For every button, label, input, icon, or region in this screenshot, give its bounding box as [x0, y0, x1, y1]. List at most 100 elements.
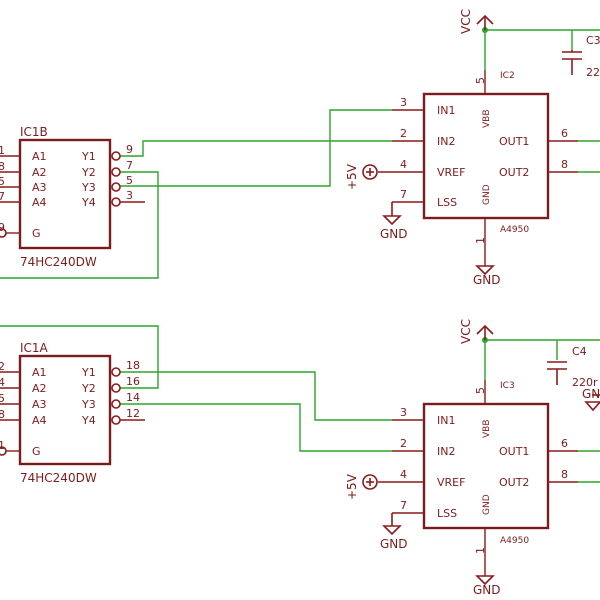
ic3-pin-out1: 6	[561, 437, 568, 450]
ic2-vbb: VBB	[482, 109, 492, 128]
ic2-pin-vref: 4	[400, 158, 407, 171]
ic1a-part: 74HC240DW	[20, 471, 97, 485]
ic1b-gate-bubble	[0, 228, 7, 238]
ic2-body	[422, 92, 550, 220]
gnd-symbol-ic2-bottom: GND	[473, 265, 501, 287]
c4-value: 220r	[572, 376, 598, 389]
ic3-pin-vref: 4	[400, 468, 407, 481]
ic1a-g: G	[32, 445, 41, 458]
net-ic1b-y2-loop	[0, 171, 159, 279]
ic3-out1: OUT1	[499, 445, 529, 458]
ic1b-a4: A4	[32, 196, 47, 209]
capacitor-c4[interactable]: C4 220r	[547, 345, 598, 389]
ic1a-pin-a3: 5	[0, 392, 5, 405]
ic1b-component[interactable]: IC1B 74HC240DW A1 A2 A3 A4 G 1 8 5 7 9 Y…	[0, 125, 145, 269]
ic1b-pin-a1: 1	[0, 144, 5, 157]
plus5v-label-ic2: +5V	[345, 163, 359, 190]
ic1a-a1: A1	[32, 366, 47, 379]
ic1b-part: 74HC240DW	[20, 255, 97, 269]
ic1b-pin-y1: 9	[126, 143, 133, 156]
ic1a-y1: Y1	[81, 366, 96, 379]
ic3-lss: LSS	[437, 507, 457, 520]
ic1b-y1: Y1	[81, 150, 96, 163]
ic2-lss: LSS	[437, 196, 457, 209]
vcc-symbol-ic3: VCC	[459, 319, 494, 344]
ic3-component[interactable]: IC3 A4950 3 2 4 7 IN1 IN2 VREF LSS 6 8 O…	[378, 380, 578, 576]
ic2-out2: OUT2	[499, 166, 529, 179]
ic1a-pin-a1: 2	[0, 360, 5, 373]
net-ic1a-y3-to-ic3-in2	[120, 403, 392, 452]
ic1a-ref: IC1A	[20, 341, 49, 355]
ic1b-pin-y4: 3	[126, 189, 133, 202]
ic1a-pin-g: 1	[0, 439, 5, 452]
ic1a-a3: A3	[32, 398, 47, 411]
ic1a-pin-a4: 8	[0, 408, 5, 421]
ic1b-y4: Y4	[81, 196, 96, 209]
ic2-pin-out2: 8	[561, 158, 568, 171]
ic1a-a4: A4	[32, 414, 47, 427]
ic3-in1: IN1	[437, 414, 455, 427]
capacitor-c3[interactable]: C3 22	[562, 34, 600, 79]
ic1b-body	[18, 138, 112, 250]
gnd-label-ic2-lss: GND	[380, 227, 408, 241]
ic3-pin-vbb: 5	[474, 387, 487, 394]
ic2-in1: IN1	[437, 104, 455, 117]
ic1a-y3: Y3	[81, 398, 96, 411]
ic3-pin-in2: 2	[400, 437, 407, 450]
ic1a-pin-y3: 14	[126, 391, 140, 404]
ic3-gnd: GND	[482, 494, 492, 515]
gnd-label-ic3-lss: GND	[380, 537, 408, 551]
ic1b-pin-a4: 7	[0, 190, 5, 203]
ic3-in2: IN2	[437, 445, 455, 458]
net-ic1b-y3-to-ic2-in1	[120, 109, 392, 187]
ic1a-gate-bubble	[0, 446, 7, 456]
ic1b-pin-y2: 7	[126, 159, 133, 172]
ic1b-pin-g: 9	[0, 221, 5, 234]
vcc-label-ic2: VCC	[459, 9, 473, 34]
ic3-pin-out2: 8	[561, 468, 568, 481]
ic2-ref: IC2	[500, 71, 515, 81]
ic1b-ref: IC1B	[20, 125, 48, 139]
gnd-label-ic3-bottom: GND	[473, 583, 501, 597]
ic1a-a2: A2	[32, 382, 47, 395]
ic2-pin-in2: 2	[400, 127, 407, 140]
ic2-component[interactable]: IC2 A4950 3 2 4 7 IN1 IN2 VREF LSS 6 8 O…	[378, 70, 578, 266]
nets	[0, 27, 600, 483]
ic1a-pin-y4: 12	[126, 407, 140, 420]
gnd-symbol-ic3-bottom: GND	[473, 575, 501, 597]
ic1b-y3: Y3	[81, 181, 96, 194]
ic2-part: A4950	[500, 225, 529, 235]
ic2-gnd: GND	[482, 184, 492, 205]
ic1a-component[interactable]: IC1A 74HC240DW A1 A2 A3 A4 G 2 4 5 8 1 Y…	[0, 341, 145, 485]
gnd-label-ic2-bottom: GND	[473, 273, 501, 287]
ic1b-a3: A3	[32, 181, 47, 194]
vcc-symbol-ic2: VCC	[459, 9, 494, 34]
ic2-pin-in1: 3	[400, 96, 407, 109]
ic1b-pin-a2: 8	[0, 160, 5, 173]
plus5v-symbol-ic2: +5V	[345, 163, 378, 190]
ic3-ref: IC3	[500, 381, 515, 391]
ic1b-a1: A1	[32, 150, 47, 163]
ic3-part: A4950	[500, 536, 529, 546]
ic1b-pin-a3: 5	[0, 175, 5, 188]
ic1a-body	[18, 354, 112, 466]
ic2-pin-gnd: 1	[474, 237, 487, 244]
ic1b-a2: A2	[32, 166, 47, 179]
ic3-body	[422, 402, 550, 530]
ic2-pin-lss: 7	[400, 188, 407, 201]
vcc-label-ic3: VCC	[459, 319, 473, 344]
net-ic1a-y2-loop	[0, 325, 159, 389]
ic3-pin-gnd: 1	[474, 547, 487, 554]
ic1a-pin-y2: 16	[126, 375, 140, 388]
ic1a-y4: Y4	[81, 414, 96, 427]
ic1b-y2: Y2	[81, 166, 96, 179]
ic1a-pin-a2: 4	[0, 376, 5, 389]
gnd-symbol-ic3-lss: GND	[380, 513, 408, 551]
ic1b-g: G	[32, 227, 41, 240]
c4-ref: C4	[572, 345, 587, 358]
ic3-out2: OUT2	[499, 476, 529, 489]
plus5v-symbol-ic3: +5V	[345, 473, 378, 500]
ic2-pin-out1: 6	[561, 127, 568, 140]
ic2-vref: VREF	[437, 166, 465, 179]
